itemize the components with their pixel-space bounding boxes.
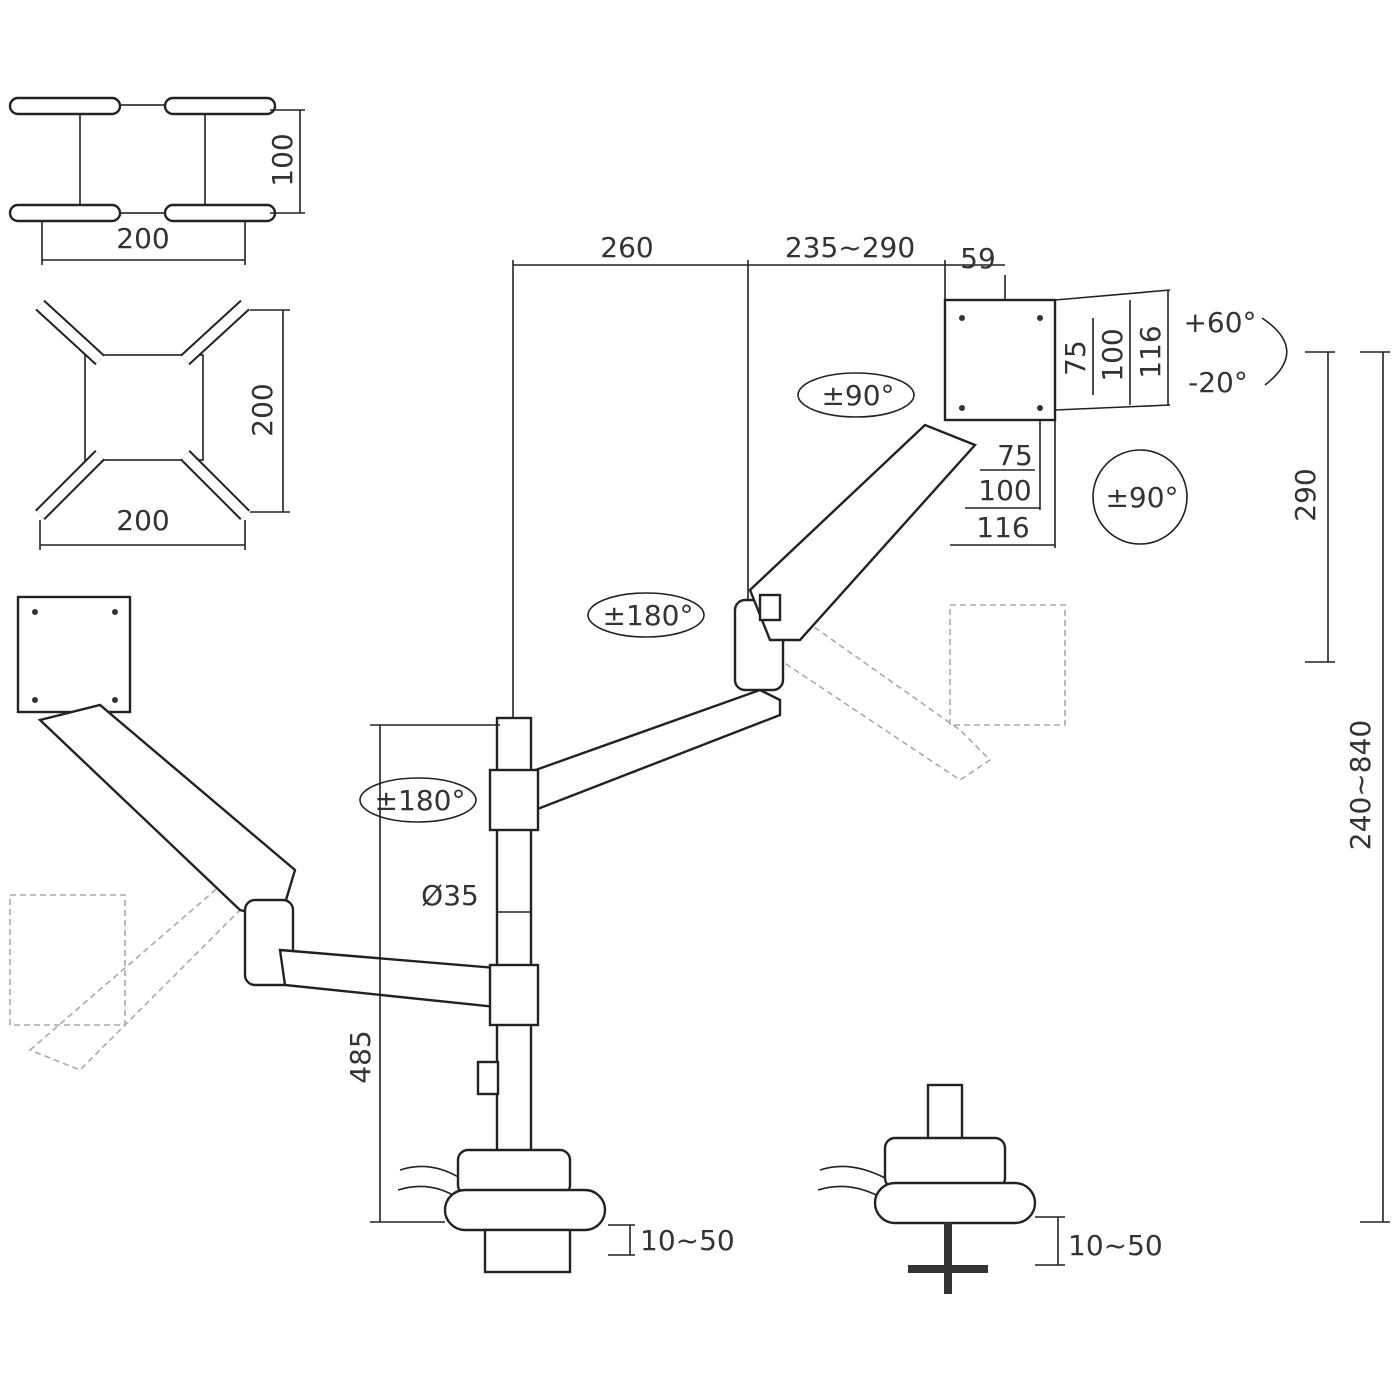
grommet-desk-thickness: 10~50 — [1068, 1229, 1163, 1262]
elbow-swivel-arrow-icon — [587, 592, 705, 638]
ghost-arm-right — [779, 604, 1066, 781]
outer-arm-length: 235~290 — [785, 231, 915, 264]
ghost-arm-left — [9, 858, 272, 1071]
swivel-head-arrow-icon — [797, 372, 915, 418]
head-swivel-angle: ±90° — [821, 379, 894, 412]
base-swivel-arrow-icon — [359, 777, 477, 823]
vesa-vertical-100: 100 — [1096, 328, 1129, 381]
vesa-vertical-116: 116 — [1134, 325, 1167, 378]
pole-height: 485 — [344, 1030, 377, 1083]
vesa-small-width: 200 — [116, 222, 169, 255]
vesa-vertical-75: 75 — [1059, 340, 1092, 376]
vesa-adapter-200 — [35, 299, 290, 550]
tilt-arrow-icon — [1261, 317, 1288, 386]
vesa-adapter-100 — [8, 96, 305, 265]
vesa-large-height: 200 — [246, 383, 279, 436]
rotation-arrow-icon — [1092, 449, 1188, 545]
rotation-angle: ±90° — [1105, 481, 1178, 514]
grommet-base — [817, 1083, 1065, 1294]
left-arm — [37, 703, 527, 1012]
clamp-desk-thickness: 10~50 — [640, 1224, 735, 1257]
vesa-horizontal-116: 116 — [976, 511, 1029, 544]
tilt-up: +60° — [1183, 306, 1256, 339]
elbow-swivel-angle: ±180° — [603, 599, 694, 632]
inner-arm-length: 260 — [600, 231, 653, 264]
right-vesa-plate — [943, 289, 1171, 422]
vesa-small-height: 100 — [266, 133, 299, 186]
clamp-base — [397, 1148, 635, 1274]
pole — [476, 716, 540, 1160]
pole-diameter: Ø35 — [421, 879, 479, 912]
vesa-horizontal-75: 75 — [997, 439, 1033, 472]
right-arm — [528, 423, 978, 812]
vesa-large-width: 200 — [116, 504, 169, 537]
total-height: 240~840 — [1344, 720, 1377, 850]
head-depth: 59 — [960, 242, 996, 275]
base-swivel-angle: ±180° — [375, 784, 466, 817]
tilt-down: -20° — [1188, 366, 1248, 399]
vesa-horizontal-100: 100 — [978, 474, 1031, 507]
height-adjust: 290 — [1289, 468, 1322, 521]
left-vesa-plate — [16, 595, 132, 714]
